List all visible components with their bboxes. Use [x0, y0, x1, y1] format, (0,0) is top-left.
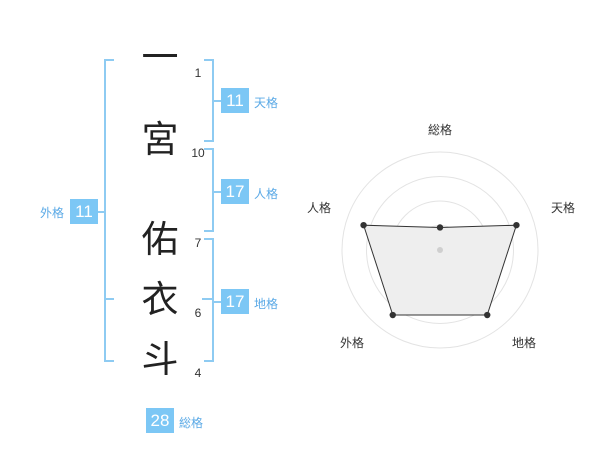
name-char-4: 衣: [141, 278, 179, 321]
chikaku-bracket-pointer: [212, 301, 222, 303]
tenkaku-bracket-pointer: [212, 100, 222, 102]
radar-point: [436, 224, 444, 231]
radar-ring: [341, 151, 539, 349]
chikaku-label: 地格: [254, 297, 279, 311]
tenkaku-label: 天格: [254, 96, 279, 110]
soukaku-value-badge: 28: [146, 408, 174, 433]
chikaku-bracket-divider: [202, 298, 212, 300]
gaikaku-bracket-divider: [104, 298, 114, 300]
jinkaku-value-badge: 17: [221, 179, 249, 204]
radar-point: [389, 311, 396, 319]
jinkaku-bracket-pointer: [212, 191, 222, 193]
radar-points: [360, 221, 520, 319]
gaikaku-value-badge: 11: [70, 199, 98, 224]
radar-axis-label-tenkaku: 天格: [551, 200, 575, 215]
tenkaku-value-badge: 11: [221, 88, 249, 113]
gaikaku-bracket: [104, 59, 114, 362]
radar-axis-label-chikaku: 地格: [512, 335, 536, 350]
chikaku-bracket: [204, 238, 214, 362]
name-char-2: 宮: [141, 118, 179, 161]
radar-ring: [366, 176, 514, 324]
name-char-1: 一: [141, 36, 179, 79]
gaikaku-label: 外格: [40, 206, 65, 220]
radar-point: [360, 221, 367, 229]
stroke-count-1: 1: [194, 66, 202, 80]
name-char-3: 佑: [141, 218, 179, 261]
stroke-count-2: 10: [191, 146, 205, 160]
gaikaku-bracket-pointer: [96, 211, 106, 213]
soukaku-label: 総格: [179, 416, 204, 430]
stroke-count-4: 6: [194, 306, 202, 320]
chikaku-value-badge: 17: [221, 289, 249, 314]
name-char-5: 斗: [141, 338, 179, 381]
radar-center-dot: [437, 247, 443, 253]
jinkaku-bracket: [204, 148, 214, 232]
stroke-count-3: 7: [194, 236, 202, 250]
radar-axis-label-gaikaku: 外格: [340, 335, 364, 350]
radar-point: [484, 311, 491, 319]
jinkaku-label: 人格: [254, 187, 279, 201]
radar-value-polygon: [362, 224, 518, 316]
radar-axis-label-jinkaku: 人格: [307, 200, 331, 215]
stroke-count-5: 4: [194, 366, 202, 380]
radar-point: [513, 221, 520, 229]
radar-axis-label-soukaku: 総格: [428, 122, 452, 137]
